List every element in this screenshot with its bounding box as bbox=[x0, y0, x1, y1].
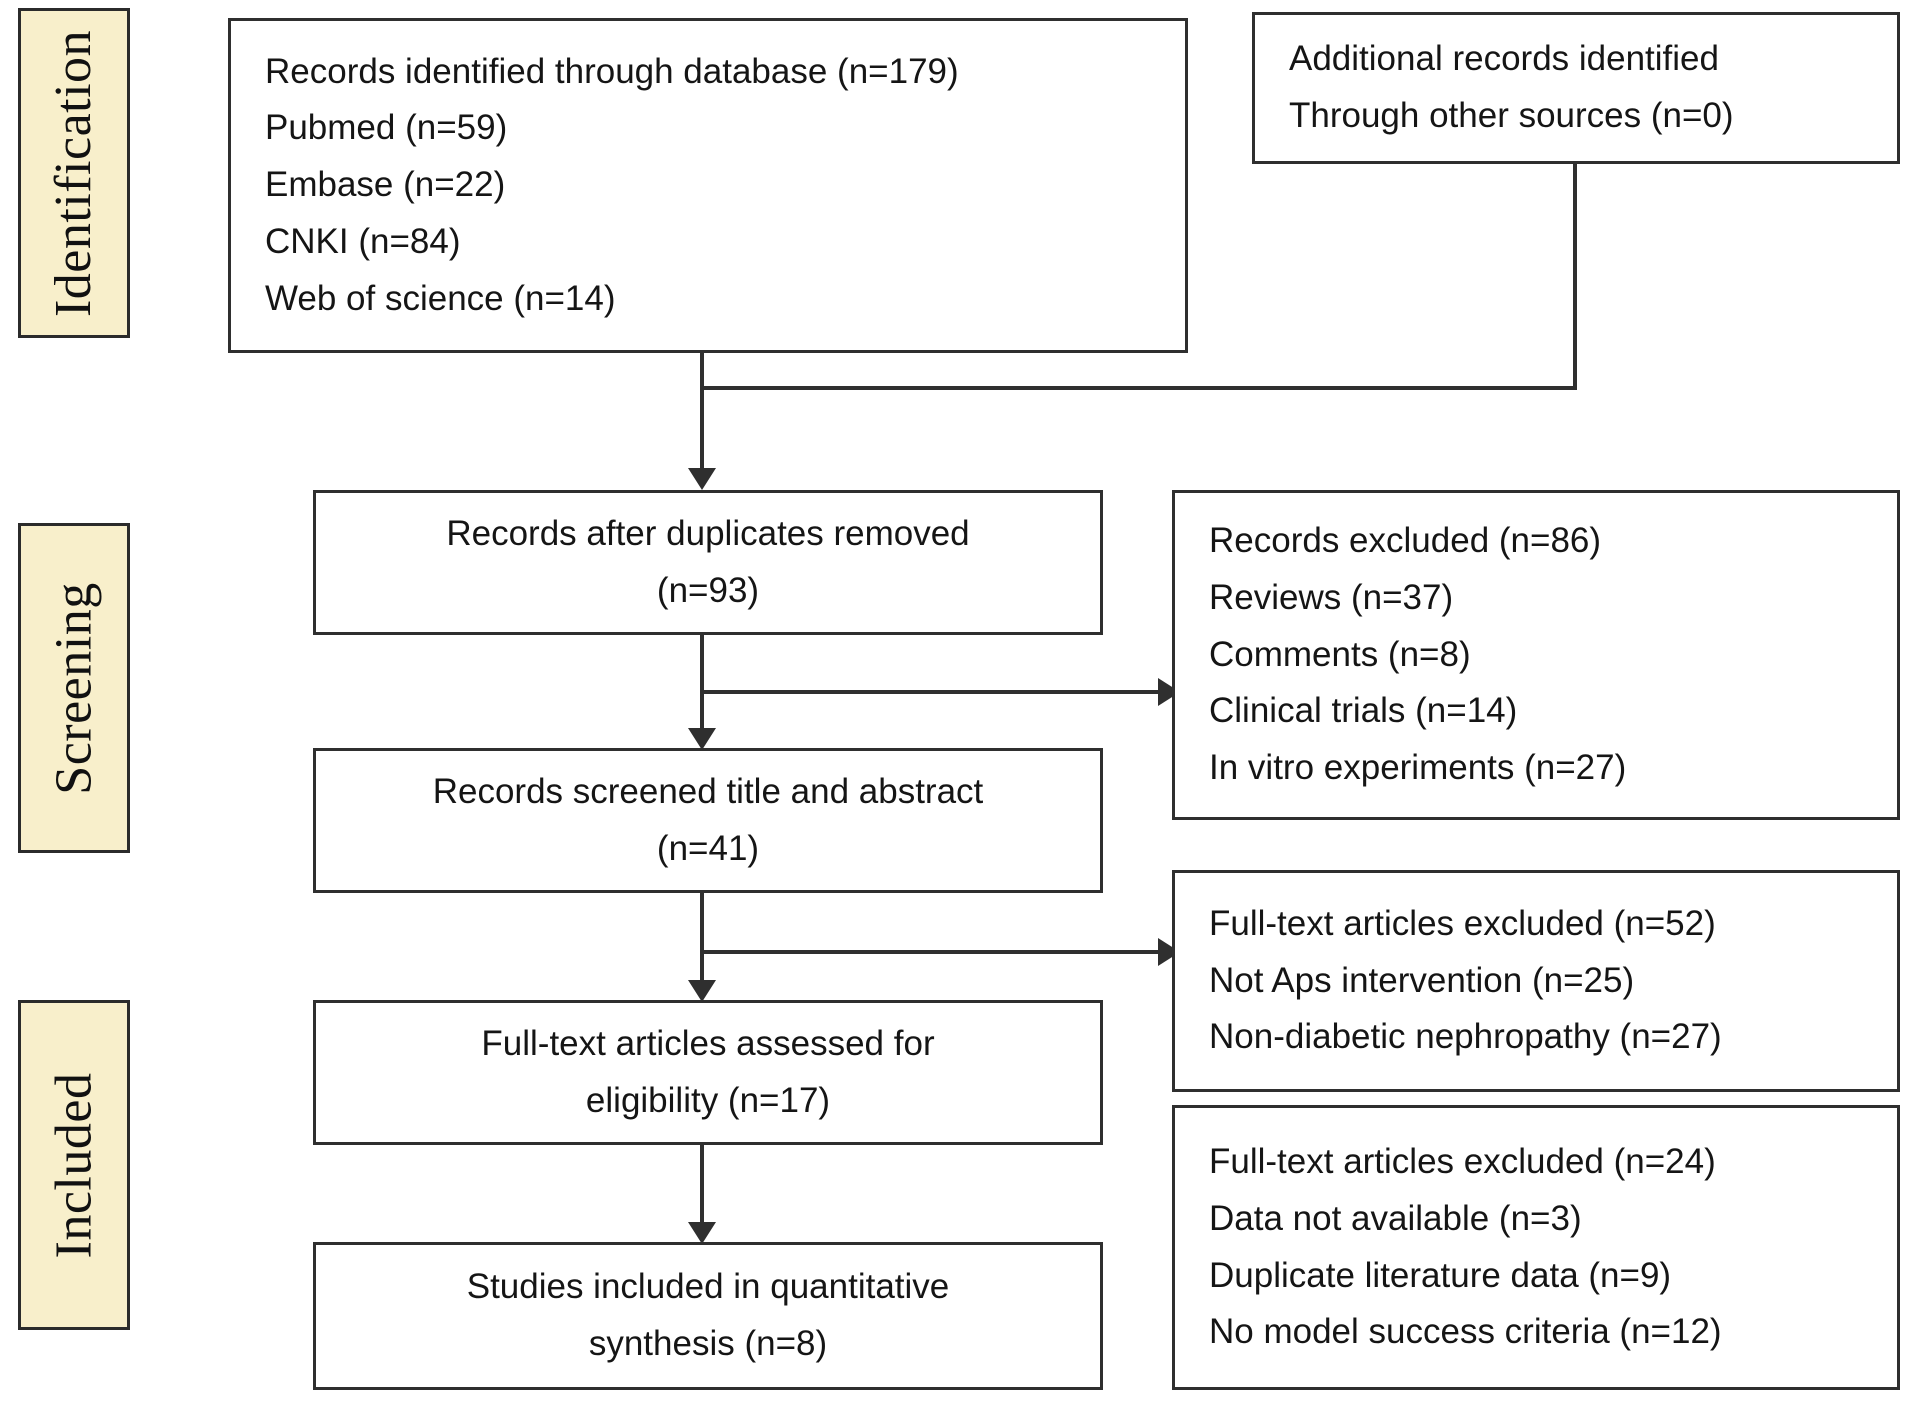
stage-label-screening: Screening bbox=[18, 523, 130, 853]
fulltext-assessed-line-2: eligibility (n=17) bbox=[585, 1080, 831, 1120]
after-duplicates-line-1: Records after duplicates removed bbox=[446, 513, 970, 553]
fulltext-excluded-second-line-4: No model success criteria (n=12) bbox=[1209, 1312, 1722, 1352]
box-additional-records-other-sources: Additional records identified Through ot… bbox=[1252, 12, 1900, 164]
box-fulltext-excluded-second: Full-text articles excluded (n=24) Data … bbox=[1172, 1105, 1900, 1390]
records-excluded-line-2: Reviews (n=37) bbox=[1209, 577, 1454, 617]
connector-after-duplicates-down bbox=[700, 635, 704, 740]
fulltext-excluded-second-line-3: Duplicate literature data (n=9) bbox=[1209, 1255, 1672, 1295]
box-records-screened-title-abstract: Records screened title and abstract (n=4… bbox=[313, 748, 1103, 893]
box-fulltext-assessed-eligibility: Full-text articles assessed for eligibil… bbox=[313, 1000, 1103, 1145]
after-duplicates-line-2: (n=93) bbox=[656, 570, 760, 610]
arrow-into-fulltext-assessed bbox=[688, 980, 716, 1002]
arrow-into-studies-included bbox=[688, 1222, 716, 1244]
additional-records-line-2: Through other sources (n=0) bbox=[1289, 96, 1734, 135]
box-fulltext-excluded-first: Full-text articles excluded (n=52) Not A… bbox=[1172, 870, 1900, 1092]
screened-line-1: Records screened title and abstract bbox=[432, 771, 984, 811]
connector-to-fulltext-excluded-first bbox=[700, 950, 1162, 954]
connector-fulltext-assessed-down bbox=[700, 1145, 704, 1235]
records-excluded-line-4: Clinical trials (n=14) bbox=[1209, 691, 1518, 731]
stage-label-included: Included bbox=[18, 1000, 130, 1330]
fulltext-excluded-first-line-1: Full-text articles excluded (n=52) bbox=[1209, 903, 1716, 943]
additional-records-line-1: Additional records identified bbox=[1289, 39, 1719, 79]
fulltext-excluded-first-line-2: Not Aps intervention (n=25) bbox=[1209, 960, 1635, 1000]
screened-line-2: (n=41) bbox=[656, 828, 760, 868]
records-identified-line-4: CNKI (n=84) bbox=[265, 221, 461, 261]
records-identified-line-1: Records identified through database (n=1… bbox=[265, 51, 959, 91]
arrow-into-after-duplicates bbox=[688, 468, 716, 490]
box-studies-included-quantitative-synthesis: Studies included in quantitative synthes… bbox=[313, 1242, 1103, 1390]
stage-label-screening-text: Screening bbox=[45, 581, 103, 795]
studies-included-line-1: Studies included in quantitative bbox=[466, 1267, 950, 1307]
connector-additional-records-left bbox=[700, 386, 1577, 390]
records-identified-line-3: Embase (n=22) bbox=[265, 165, 506, 205]
connector-screened-down bbox=[700, 893, 704, 993]
fulltext-assessed-line-1: Full-text articles assessed for bbox=[481, 1023, 935, 1063]
records-identified-line-2: Pubmed (n=59) bbox=[265, 108, 508, 148]
stage-label-identification-text: Identification bbox=[45, 29, 103, 317]
connector-additional-records-down bbox=[1573, 164, 1577, 390]
fulltext-excluded-second-line-1: Full-text articles excluded (n=24) bbox=[1209, 1142, 1716, 1182]
fulltext-excluded-first-line-3: Non-diabetic nephropathy (n=27) bbox=[1209, 1017, 1722, 1057]
connector-identification-trunk bbox=[700, 353, 704, 480]
stage-label-identification: Identification bbox=[18, 8, 130, 338]
fulltext-excluded-second-line-2: Data not available (n=3) bbox=[1209, 1198, 1582, 1238]
records-excluded-line-3: Comments (n=8) bbox=[1209, 634, 1471, 674]
studies-included-line-2: synthesis (n=8) bbox=[588, 1324, 828, 1363]
connector-to-records-excluded bbox=[700, 690, 1162, 694]
stage-label-included-text: Included bbox=[45, 1072, 103, 1258]
box-records-excluded: Records excluded (n=86) Reviews (n=37) C… bbox=[1172, 490, 1900, 820]
records-excluded-line-5: In vitro experiments (n=27) bbox=[1209, 748, 1627, 788]
records-excluded-line-1: Records excluded (n=86) bbox=[1209, 521, 1602, 561]
arrow-into-screened-title-abstract bbox=[688, 728, 716, 750]
records-identified-line-5: Web of science (n=14) bbox=[265, 278, 616, 318]
box-records-after-duplicates-removed: Records after duplicates removed (n=93) bbox=[313, 490, 1103, 635]
box-records-identified-database: Records identified through database (n=1… bbox=[228, 18, 1188, 353]
